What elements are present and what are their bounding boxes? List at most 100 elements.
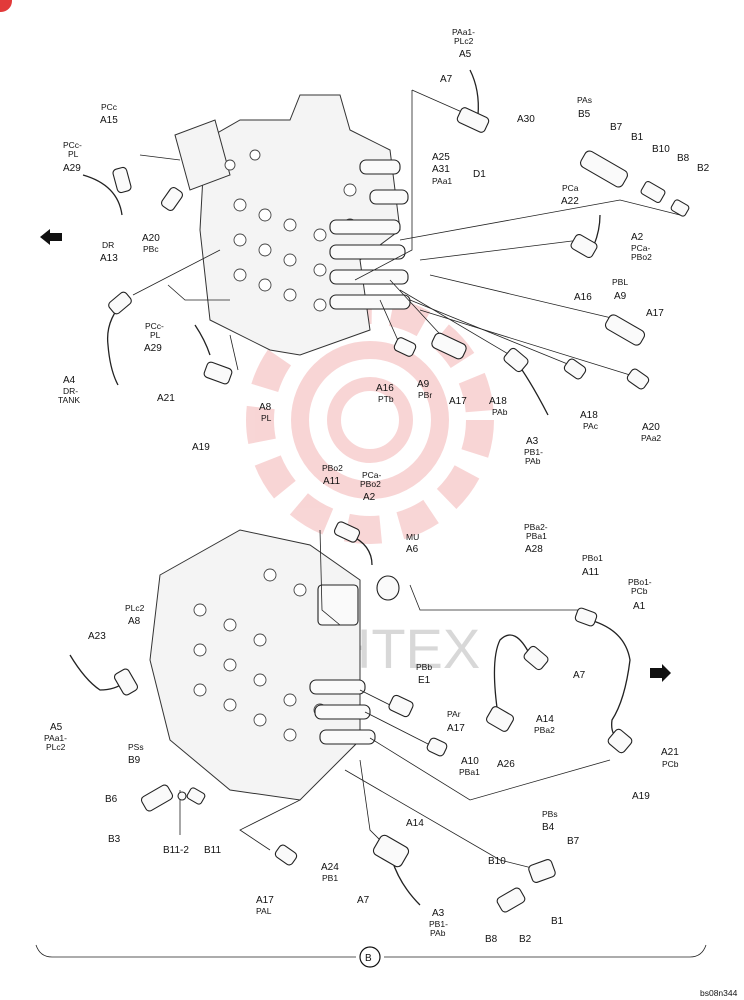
label: PBo2 bbox=[631, 252, 652, 262]
label: PAb bbox=[525, 456, 541, 466]
label: PBa2- bbox=[524, 522, 548, 532]
label: B2 bbox=[697, 163, 710, 174]
label: A16 bbox=[376, 383, 394, 394]
label: PBa2 bbox=[534, 725, 555, 735]
label: A17 bbox=[256, 895, 274, 906]
label: A18 bbox=[489, 396, 507, 407]
label: B5 bbox=[578, 109, 591, 120]
label: A8 bbox=[259, 402, 272, 413]
label: A19 bbox=[632, 791, 650, 802]
label: A29 bbox=[63, 163, 81, 174]
label: A21 bbox=[661, 747, 679, 758]
arrow-right-icon bbox=[650, 664, 671, 682]
label: PAa1 bbox=[432, 176, 452, 186]
label: PBL bbox=[612, 277, 628, 287]
lower-control-valve bbox=[149, 529, 376, 801]
label: PB1 bbox=[322, 873, 338, 883]
upper-control-valve bbox=[174, 94, 411, 356]
label: PCa- bbox=[631, 243, 651, 253]
label: PBb bbox=[416, 662, 432, 672]
label: PB1- bbox=[429, 919, 448, 929]
label: PAL bbox=[256, 906, 272, 916]
label: A3 bbox=[432, 908, 445, 919]
label: PAc bbox=[583, 421, 599, 431]
label: PCb bbox=[662, 759, 679, 769]
label: PLc2 bbox=[454, 36, 474, 46]
label: A28 bbox=[525, 544, 543, 555]
label: A2 bbox=[631, 232, 644, 243]
label: PBo1 bbox=[582, 553, 603, 563]
label: A20 bbox=[642, 422, 660, 433]
label: PLc2 bbox=[125, 603, 145, 613]
label: A3 bbox=[526, 436, 539, 447]
label: PBr bbox=[418, 390, 432, 400]
label: A2 bbox=[363, 492, 376, 503]
label: PAa1- bbox=[44, 733, 67, 743]
label: DR bbox=[102, 240, 114, 250]
section-bracket bbox=[35, 944, 707, 968]
label: PAb bbox=[430, 928, 446, 938]
label: A5 bbox=[50, 722, 63, 733]
label: PBo2 bbox=[322, 463, 343, 473]
label: B10 bbox=[488, 856, 506, 867]
label: A8 bbox=[128, 616, 141, 627]
label: A19 bbox=[192, 442, 210, 453]
label: A13 bbox=[100, 253, 118, 264]
label: B1 bbox=[551, 916, 564, 927]
label: PBs bbox=[542, 809, 558, 819]
label: PCc bbox=[101, 102, 118, 112]
label: A30 bbox=[517, 114, 535, 125]
label: A24 bbox=[321, 862, 339, 873]
label: A11 bbox=[323, 476, 340, 487]
label: A7 bbox=[573, 670, 586, 681]
label: B8 bbox=[677, 153, 690, 164]
label: A11 bbox=[582, 567, 599, 578]
label: PCa- bbox=[362, 470, 382, 480]
label: PBa1 bbox=[459, 767, 480, 777]
label: PLc2 bbox=[46, 742, 66, 752]
label: A10 bbox=[461, 756, 479, 767]
label: PBa1 bbox=[526, 531, 547, 541]
label: B10 bbox=[652, 144, 670, 155]
label: A22 bbox=[561, 196, 579, 207]
label: A14 bbox=[406, 818, 424, 829]
label: A29 bbox=[144, 343, 162, 354]
label: TANK bbox=[58, 395, 80, 405]
label: D1 bbox=[473, 169, 486, 180]
label: B11 bbox=[204, 845, 221, 856]
label: A26 bbox=[497, 759, 515, 770]
label: A31 bbox=[432, 164, 450, 175]
label: B9 bbox=[128, 755, 141, 766]
label: PCa bbox=[562, 183, 579, 193]
label: PCb bbox=[631, 586, 648, 596]
label: PAs bbox=[577, 95, 592, 105]
label: B8 bbox=[485, 934, 498, 945]
label: A7 bbox=[357, 895, 370, 906]
lower-fittings bbox=[113, 521, 633, 913]
label: B4 bbox=[542, 822, 555, 833]
label: PTb bbox=[378, 394, 394, 404]
label: A4 bbox=[63, 375, 76, 386]
label: PAa1- bbox=[452, 27, 475, 37]
label: B7 bbox=[567, 836, 580, 847]
part-labels: PAa1- PLc2 A5 A7 A30 A25 A31 PAa1 D1 PCc… bbox=[44, 27, 738, 998]
label: PB1- bbox=[524, 447, 543, 457]
upper-fittings bbox=[108, 107, 690, 390]
label: PL bbox=[150, 330, 161, 340]
label: PBo1- bbox=[628, 577, 652, 587]
label: A9 bbox=[614, 291, 627, 302]
label: PCc- bbox=[145, 321, 164, 331]
label: MU bbox=[406, 532, 419, 542]
label: A7 bbox=[440, 74, 453, 85]
label: PCc- bbox=[63, 140, 82, 150]
label: PAa2 bbox=[641, 433, 661, 443]
label: A21 bbox=[157, 393, 175, 404]
label: B11-2 bbox=[163, 845, 189, 856]
label: A5 bbox=[459, 49, 472, 60]
label: A9 bbox=[417, 379, 430, 390]
label: B6 bbox=[105, 794, 118, 805]
label: A25 bbox=[432, 152, 450, 163]
section-letter: B bbox=[365, 953, 372, 964]
label: PBo2 bbox=[360, 479, 381, 489]
